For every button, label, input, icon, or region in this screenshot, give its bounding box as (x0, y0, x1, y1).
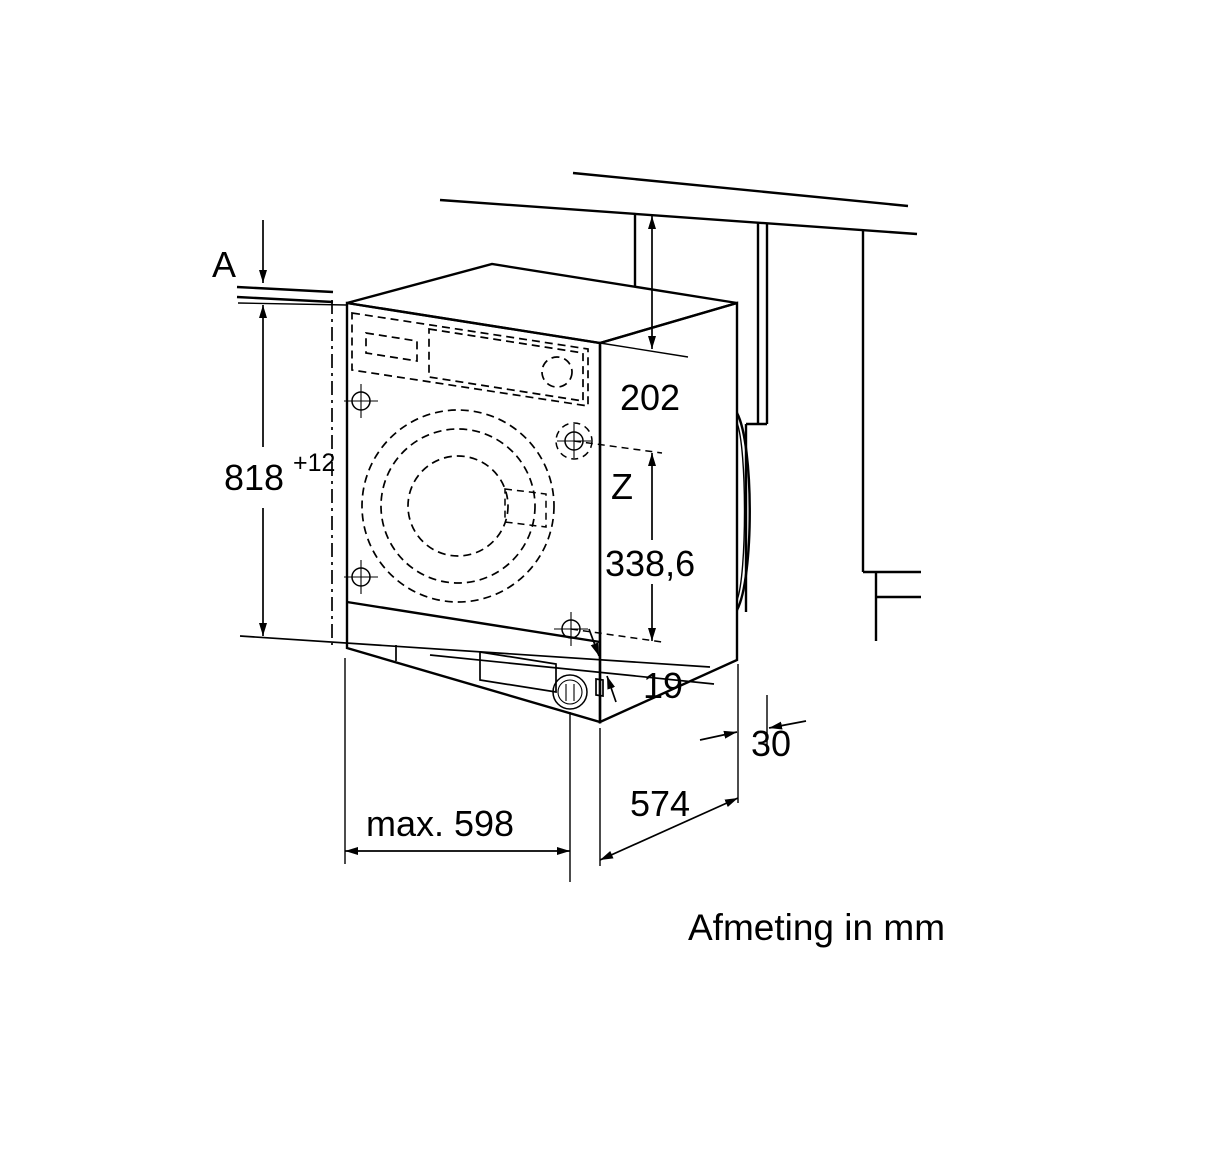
worktop-lines (439, 171, 918, 236)
hinge-ref-label: Z (611, 466, 633, 507)
worktop-underside-reference (236, 285, 348, 306)
hinge-extension-lines (570, 440, 663, 643)
dim-label-top-distance: 202 (620, 377, 680, 418)
door-circles-dashed (361, 409, 555, 603)
plinth-separation-line (346, 600, 601, 644)
dimension-width: max. 598 (344, 658, 571, 882)
plinth-details (395, 645, 604, 710)
door-side-bulge-inner (736, 422, 746, 601)
dimension-rear-gap: 30 (699, 664, 807, 803)
dimension-hinge-spacing: 338,6 (605, 453, 695, 641)
dimension-plinth-recess: 19 (239, 628, 715, 706)
dim-label-plinth-recess: 19 (643, 665, 683, 706)
machine-top-face (346, 262, 738, 345)
dim-label-width: max. 598 (366, 803, 514, 844)
door-side-bulge (735, 412, 751, 611)
washing-machine-body (345, 262, 751, 724)
program-knob-dashed (541, 356, 573, 388)
caption-units: Afmeting in mm (688, 907, 945, 948)
dim-label-height-tolerance: +12 (293, 449, 335, 477)
display-window (365, 332, 418, 362)
mounting-screw-bottom-left (344, 560, 378, 594)
dim-label-rear-gap: 30 (751, 723, 791, 764)
machine-side-face (598, 301, 739, 724)
mounting-screw-top-left (344, 384, 378, 418)
plinth-latch (595, 678, 604, 697)
plinth-knob (552, 674, 588, 710)
dimension-depth: 574 (599, 728, 739, 866)
control-panel-dashed (351, 312, 589, 407)
dim-label-height: 818 (224, 457, 284, 498)
dimension-a: A (212, 220, 267, 285)
door-handle-dashed (504, 488, 547, 528)
dim-label-hinge-spacing: 338,6 (605, 543, 695, 584)
dimension-height: 818 +12 (224, 305, 335, 636)
dim-label-a: A (212, 244, 236, 285)
dimension-top-distance: 202 (599, 216, 689, 418)
dim-label-depth: 574 (630, 783, 690, 824)
plinth-drawer (479, 651, 557, 693)
